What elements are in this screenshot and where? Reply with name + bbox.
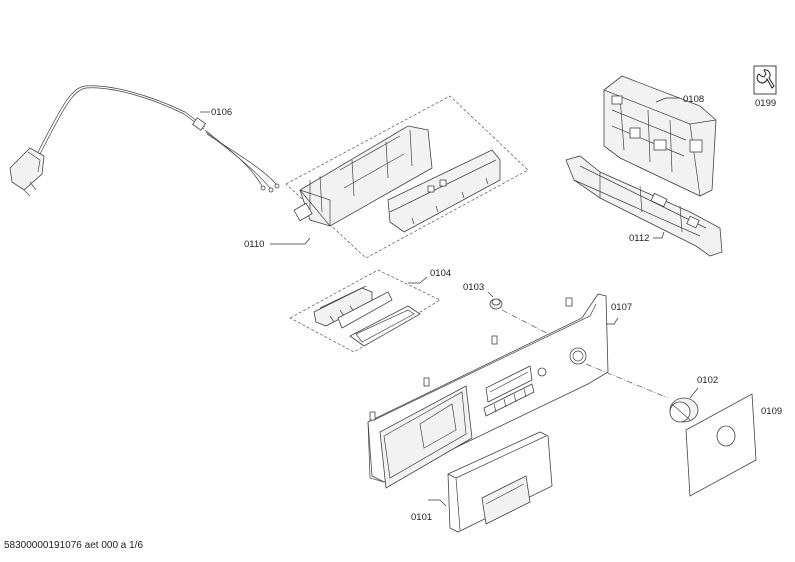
control-module-housing-part[interactable] [293,125,501,233]
leader-0112 [653,231,665,239]
leader-0101 [428,499,447,507]
leader-0108 [655,97,680,103]
part-label-0106[interactable]: 0106 [211,107,232,118]
part-label-0101[interactable]: 0101 [411,512,432,523]
knob-decal-part[interactable] [685,393,757,497]
leader-0102 [689,387,699,399]
button-cap-part[interactable] [489,298,503,310]
selector-knob-part[interactable] [669,397,699,423]
drawer-handle-part[interactable] [447,431,553,533]
control-panel-fascia-part[interactable] [367,293,609,489]
part-label-0112[interactable]: 0112 [629,233,649,244]
display-panel-part[interactable] [313,285,421,347]
leader-0103 [487,291,494,298]
module-bracket-part[interactable] [565,155,723,257]
part-label-0110[interactable]: 0110 [244,239,264,250]
part-label-0107[interactable]: 0107 [611,302,632,313]
leader-0107 [606,317,619,325]
part-label-0104[interactable]: 0104 [430,268,451,279]
document-code: 58300000191076 aet 000 a 1/6 [4,540,144,551]
power-cord-part[interactable] [9,85,280,197]
part-label-0109[interactable]: 0109 [761,406,782,417]
axis-line-0102 [585,363,669,399]
wrench-icon[interactable] [753,65,777,95]
assembly-boundary-0104 [289,269,441,353]
part-label-0199[interactable]: 0199 [755,98,776,109]
part-label-0108[interactable]: 0108 [683,94,704,105]
leader-0110 [270,237,311,245]
electronic-module-part[interactable] [603,75,717,197]
leader-0104 [408,276,428,284]
part-label-0102[interactable]: 0102 [697,375,718,386]
part-label-0103[interactable]: 0103 [463,282,484,293]
